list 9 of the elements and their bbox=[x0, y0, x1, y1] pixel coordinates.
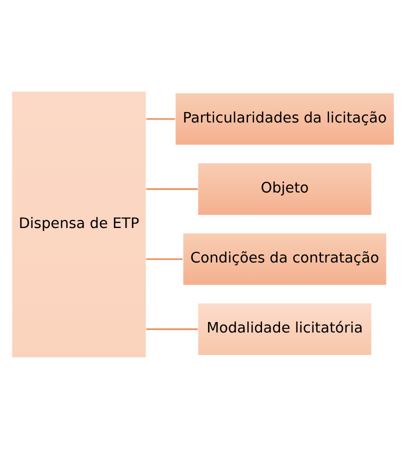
node-box: Condições da contratação bbox=[182, 232, 388, 286]
connector bbox=[146, 188, 198, 190]
node-box: Particularidades da licitação bbox=[174, 92, 395, 146]
node-box: Dispensa de ETP bbox=[11, 90, 147, 358]
connector bbox=[146, 118, 176, 120]
connector bbox=[146, 328, 198, 330]
connector bbox=[146, 258, 183, 260]
node-box: Objeto bbox=[197, 162, 372, 216]
node-box: Modalidade licitatória bbox=[197, 302, 372, 356]
